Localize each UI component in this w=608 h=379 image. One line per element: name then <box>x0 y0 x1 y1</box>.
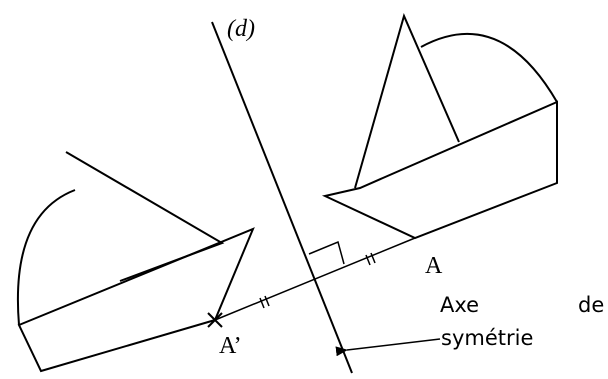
point-a-prime-marker <box>207 312 223 328</box>
axis-label: (d) <box>227 16 255 42</box>
caption-de: de <box>578 293 604 317</box>
original-spinnaker <box>420 32 558 103</box>
symmetry-axis-line <box>211 21 353 374</box>
equal-length-marks-left <box>259 295 270 309</box>
original-hull <box>321 100 558 240</box>
caption-arrow <box>335 338 441 357</box>
equal-length-marks-right <box>365 252 376 266</box>
caption-symetrie: symétrie <box>441 326 533 350</box>
image-sail <box>65 151 225 282</box>
segment-a-a-prime <box>214 237 416 321</box>
image-hull <box>17 227 255 373</box>
point-a-label: A <box>425 253 443 279</box>
image-spinnaker <box>16 189 76 326</box>
caption-axe: Axe <box>440 293 479 317</box>
original-sailboat <box>321 13 558 240</box>
original-sail <box>354 13 460 189</box>
right-angle-marker <box>308 240 345 265</box>
point-a-prime-label: A’ <box>219 333 242 359</box>
image-sailboat <box>16 151 255 373</box>
